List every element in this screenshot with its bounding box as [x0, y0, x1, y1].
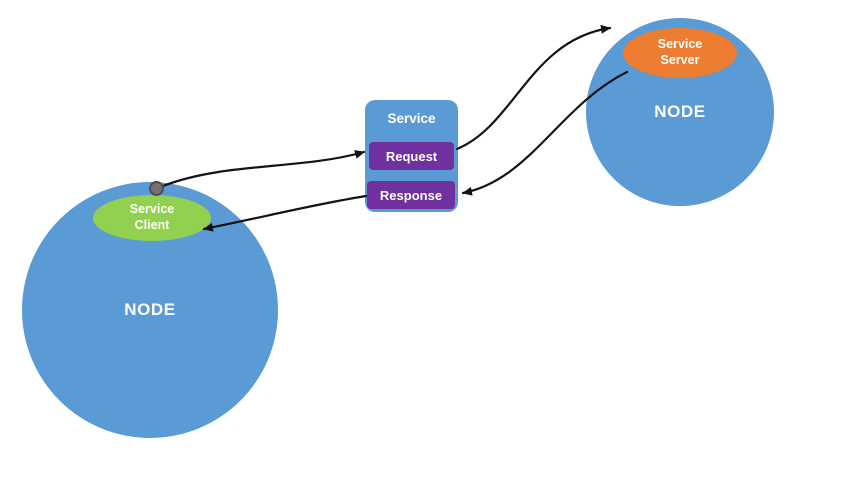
node-label-right: NODE: [654, 102, 706, 121]
service-server-oval: Service Server: [623, 28, 737, 78]
arrow-client-to-request: [161, 150, 366, 188]
service-client-label-line2: Client: [134, 218, 170, 232]
connector-dot: [149, 181, 164, 196]
service-server-label-line2: Server: [660, 53, 700, 67]
service-server-label-line1: Service: [657, 37, 703, 52]
service-client-oval: Service Client: [93, 195, 211, 241]
request-plug: Request: [369, 142, 454, 170]
service-box: Service Request Response: [365, 100, 458, 212]
service-box-title: Service: [387, 111, 436, 126]
response-plug: Response: [367, 181, 455, 209]
node-label-left: NODE: [124, 300, 176, 319]
service-client-label-line1: Service: [129, 202, 175, 217]
